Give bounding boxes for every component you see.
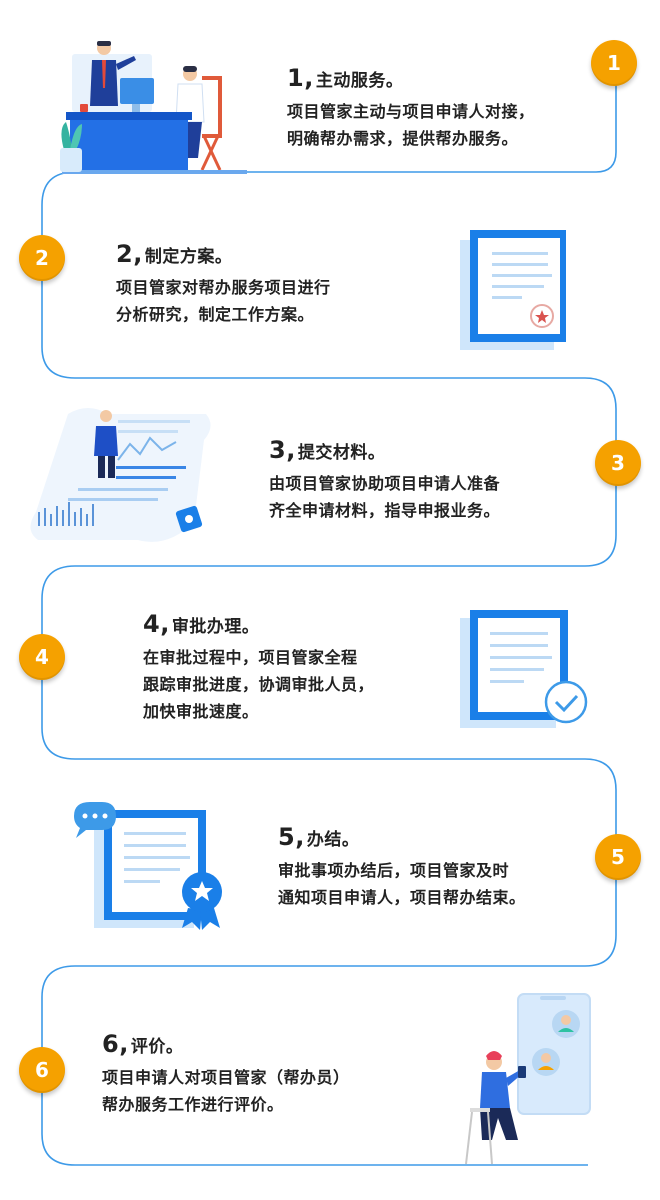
step-3-title: 3,提交材料。 [269, 436, 386, 464]
step-5-line-2: 通知项目申请人，项目帮办结束。 [278, 888, 526, 907]
step-1-line-1: 项目管家主动与项目申请人对接， [287, 102, 535, 121]
step-badge-6: 6 [19, 1047, 65, 1093]
step-badge-3: 3 [595, 440, 641, 486]
step-3-line-2: 齐全申请材料，指导申报业务。 [269, 501, 501, 520]
step-badge-5: 5 [595, 834, 641, 880]
step-5-block: 5,办结。 审批事项办结后，项目管家及时 通知项目申请人，项目帮办结束。 [278, 823, 608, 911]
step-1-title: 1,主动服务。 [287, 64, 404, 92]
step-1-line-2: 明确帮办需求，提供帮办服务。 [287, 129, 519, 148]
phone-review-illustration [465, 993, 591, 1165]
step-badge-4: 4 [19, 634, 65, 680]
step-2-block: 2,制定方案。 项目管家对帮办服务项目进行 分析研究，制定工作方案。 [116, 240, 446, 328]
document-award-illustration [74, 802, 222, 930]
step-5-title: 5,办结。 [278, 823, 360, 851]
step-4-line-3: 加快审批速度。 [143, 702, 259, 721]
step-4-title: 4,审批办理。 [143, 610, 260, 638]
step-4-line-2: 跟踪审批进度，协调审批人员， [143, 675, 375, 694]
document-check-illustration [460, 610, 588, 728]
step-badge-2: 2 [19, 235, 65, 281]
step-6-line-1: 项目申请人对项目管家（帮办员） [102, 1068, 350, 1087]
step-badge-1: 1 [591, 40, 637, 86]
step-6-title: 6,评价。 [102, 1030, 184, 1058]
step-2-title: 2,制定方案。 [116, 240, 233, 268]
step-5-line-1: 审批事项办结后，项目管家及时 [278, 861, 510, 880]
meeting-illustration [60, 41, 247, 174]
step-4-block: 4,审批办理。 在审批过程中，项目管家全程 跟踪审批进度，协调审批人员， 加快审… [143, 610, 473, 725]
step-6-block: 6,评价。 项目申请人对项目管家（帮办员） 帮办服务工作进行评价。 [102, 1030, 432, 1118]
step-2-line-2: 分析研究，制定工作方案。 [116, 305, 315, 324]
connector-line [41, 70, 617, 1166]
step-4-line-1: 在审批过程中，项目管家全程 [143, 648, 358, 667]
document-seal-illustration [460, 230, 566, 350]
step-3-block: 3,提交材料。 由项目管家协助项目申请人准备 齐全申请材料，指导申报业务。 [269, 436, 599, 524]
step-2-line-1: 项目管家对帮办服务项目进行 [116, 278, 331, 297]
step-6-line-2: 帮办服务工作进行评价。 [102, 1095, 284, 1114]
report-chart-illustration [30, 408, 211, 542]
step-3-line-1: 由项目管家协助项目申请人准备 [269, 474, 501, 493]
step-1-block: 1,主动服务。 项目管家主动与项目申请人对接， 明确帮办需求，提供帮办服务。 [287, 64, 617, 152]
